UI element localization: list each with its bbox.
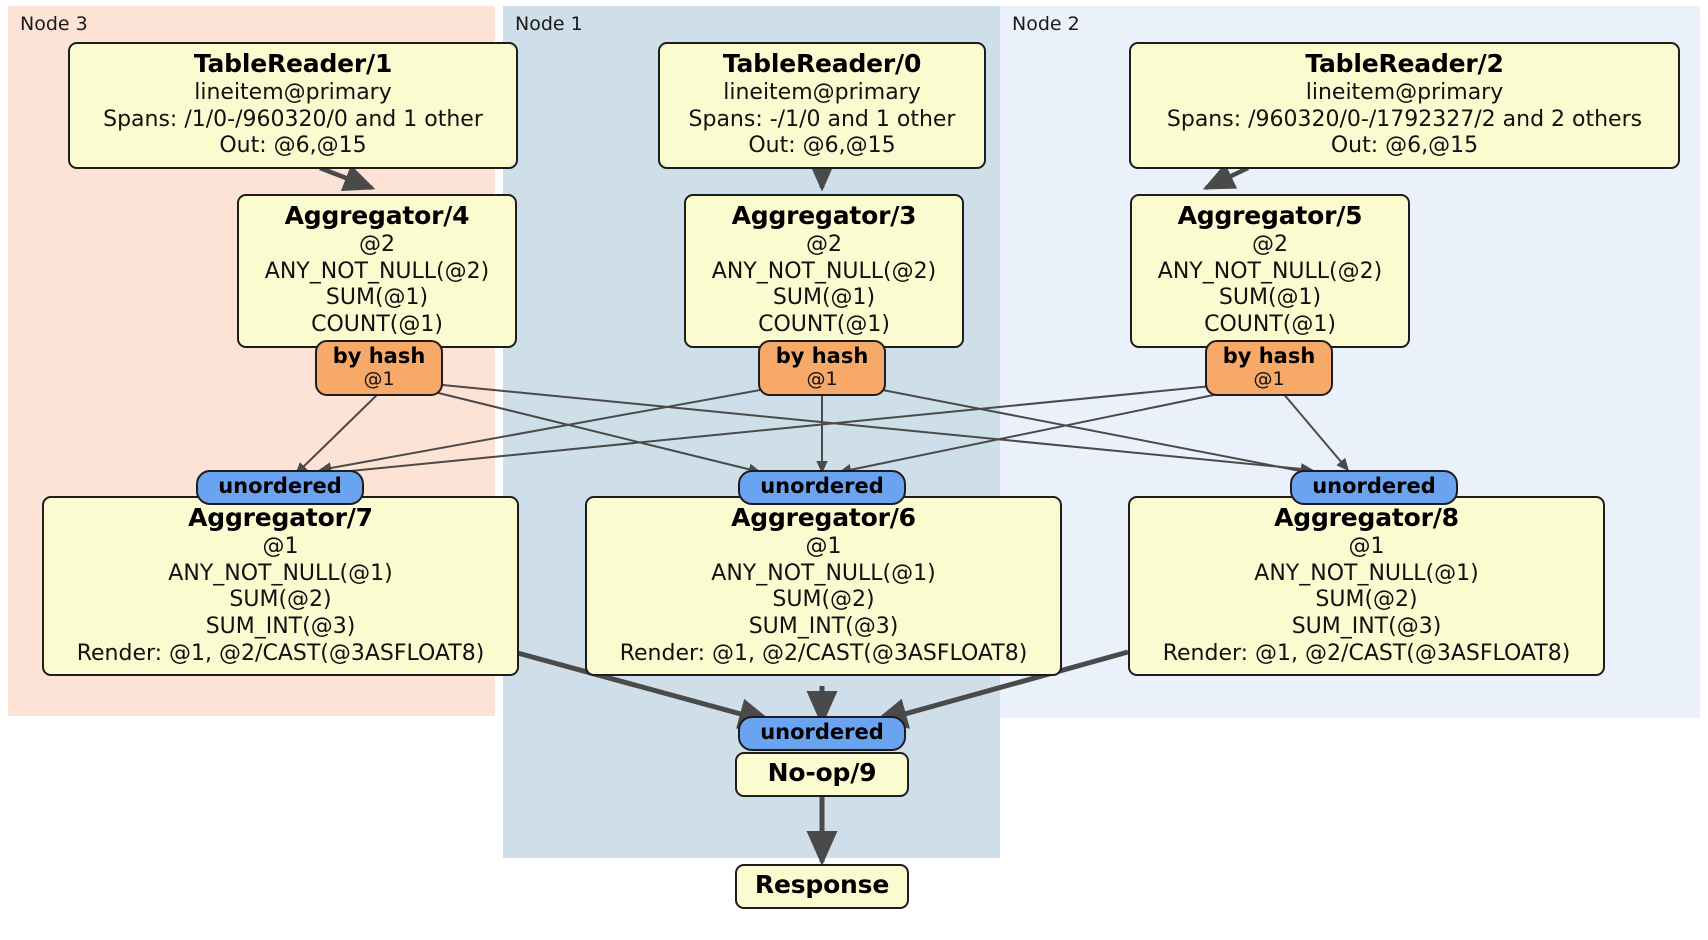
box-line: SUM(@1) — [325, 285, 429, 311]
box-response[interactable]: Response — [735, 864, 909, 910]
box-line: COUNT(@1) — [758, 312, 890, 338]
box-line: SUM_INT(@3) — [748, 614, 899, 640]
box-line: SUM(@2) — [229, 587, 332, 613]
box-title: Response — [754, 870, 890, 899]
box-tablereader2[interactable]: TableReader/2 lineitem@primary Spans: /9… — [1129, 42, 1680, 170]
box-line: Out: @6,@15 — [219, 133, 367, 159]
box-line: Spans: /960320/0-/1792327/2 and 2 others — [1166, 106, 1643, 132]
box-line: ANY_NOT_NULL(@1) — [1254, 560, 1479, 586]
box-line: @1 — [805, 534, 842, 560]
box-line: Render: @1, @2/CAST(@3ASFLOAT8) — [1162, 640, 1571, 666]
badge-unordered-node2[interactable]: unordered — [1290, 470, 1458, 505]
box-line: ANY_NOT_NULL(@2) — [711, 258, 937, 284]
box-line: Out: @6,@15 — [1330, 133, 1479, 159]
box-line: @1 — [1348, 534, 1385, 560]
box-tablereader1[interactable]: TableReader/1 lineitem@primary Spans: /1… — [68, 42, 518, 170]
box-line: SUM(@1) — [1218, 285, 1322, 311]
box-line: @1 — [262, 534, 299, 560]
box-aggregator5[interactable]: Aggregator/5 @2 ANY_NOT_NULL(@2) SUM(@1)… — [1130, 194, 1410, 348]
box-line: lineitem@primary — [1305, 80, 1504, 106]
badge-unordered-node3[interactable]: unordered — [196, 470, 364, 505]
box-line: Render: @1, @2/CAST(@3ASFLOAT8) — [76, 640, 485, 666]
box-title: Aggregator/3 — [731, 201, 917, 230]
box-line: Render: @1, @2/CAST(@3ASFLOAT8) — [619, 640, 1028, 666]
box-line: lineitem@primary — [194, 80, 392, 106]
box-line: SUM_INT(@3) — [1291, 614, 1442, 640]
node-panel-label-node2: Node 2 — [1012, 13, 1080, 35]
box-title: Aggregator/7 — [188, 503, 373, 532]
box-line: @2 — [359, 232, 395, 258]
badge-by-hash-node3[interactable]: by hash @1 — [315, 340, 443, 396]
box-line: ANY_NOT_NULL(@2) — [264, 258, 490, 284]
box-line: Spans: -/1/0 and 1 other — [688, 106, 956, 132]
badge-title: unordered — [1312, 474, 1436, 498]
box-title: Aggregator/5 — [1177, 201, 1363, 230]
box-aggregator6[interactable]: Aggregator/6 @1 ANY_NOT_NULL(@1) SUM(@2)… — [585, 496, 1062, 677]
badge-subtitle: @1 — [806, 367, 838, 390]
box-line: @2 — [806, 232, 842, 258]
box-tablereader0[interactable]: TableReader/0 lineitem@primary Spans: -/… — [658, 42, 986, 170]
box-line: @2 — [1252, 232, 1288, 258]
badge-title: unordered — [218, 474, 342, 498]
badge-title: unordered — [760, 720, 884, 744]
badge-by-hash-node1[interactable]: by hash @1 — [758, 340, 886, 396]
box-title: Aggregator/8 — [1274, 503, 1459, 532]
box-aggregator4[interactable]: Aggregator/4 @2 ANY_NOT_NULL(@2) SUM(@1)… — [237, 194, 517, 348]
box-line: Spans: /1/0-/960320/0 and 1 other — [103, 106, 483, 132]
box-line: Out: @6,@15 — [748, 133, 896, 159]
box-title: TableReader/1 — [193, 49, 393, 78]
box-aggregator3[interactable]: Aggregator/3 @2 ANY_NOT_NULL(@2) SUM(@1)… — [684, 194, 964, 348]
box-aggregator8[interactable]: Aggregator/8 @1 ANY_NOT_NULL(@1) SUM(@2)… — [1128, 496, 1605, 677]
badge-title: by hash — [1222, 344, 1316, 368]
box-title: TableReader/0 — [722, 49, 922, 78]
badge-title: by hash — [775, 344, 869, 368]
box-line: ANY_NOT_NULL(@2) — [1157, 258, 1383, 284]
box-line: ANY_NOT_NULL(@1) — [711, 560, 936, 586]
node-panel-label-node1: Node 1 — [515, 13, 583, 35]
badge-title: by hash — [332, 344, 426, 368]
box-title: Aggregator/6 — [731, 503, 916, 532]
box-line: SUM(@1) — [772, 285, 876, 311]
node-panel-label-node3: Node 3 — [20, 13, 88, 35]
badge-subtitle: @1 — [1253, 367, 1285, 390]
badge-subtitle: @1 — [363, 367, 395, 390]
box-line: SUM_INT(@3) — [205, 614, 356, 640]
box-title: Aggregator/4 — [284, 201, 470, 230]
badge-by-hash-node2[interactable]: by hash @1 — [1205, 340, 1333, 396]
box-noop9[interactable]: No-op/9 — [735, 752, 909, 798]
box-aggregator7[interactable]: Aggregator/7 @1 ANY_NOT_NULL(@1) SUM(@2)… — [42, 496, 519, 677]
badge-unordered-node1[interactable]: unordered — [738, 470, 906, 505]
box-title: No-op/9 — [767, 758, 877, 787]
box-line: COUNT(@1) — [1204, 312, 1336, 338]
box-line: COUNT(@1) — [311, 312, 443, 338]
badge-unordered-final[interactable]: unordered — [738, 716, 906, 751]
box-line: SUM(@2) — [1315, 587, 1418, 613]
badge-title: unordered — [760, 474, 884, 498]
box-line: lineitem@primary — [723, 80, 921, 106]
box-line: SUM(@2) — [772, 587, 875, 613]
box-title: TableReader/2 — [1305, 49, 1504, 78]
box-line: ANY_NOT_NULL(@1) — [168, 560, 393, 586]
